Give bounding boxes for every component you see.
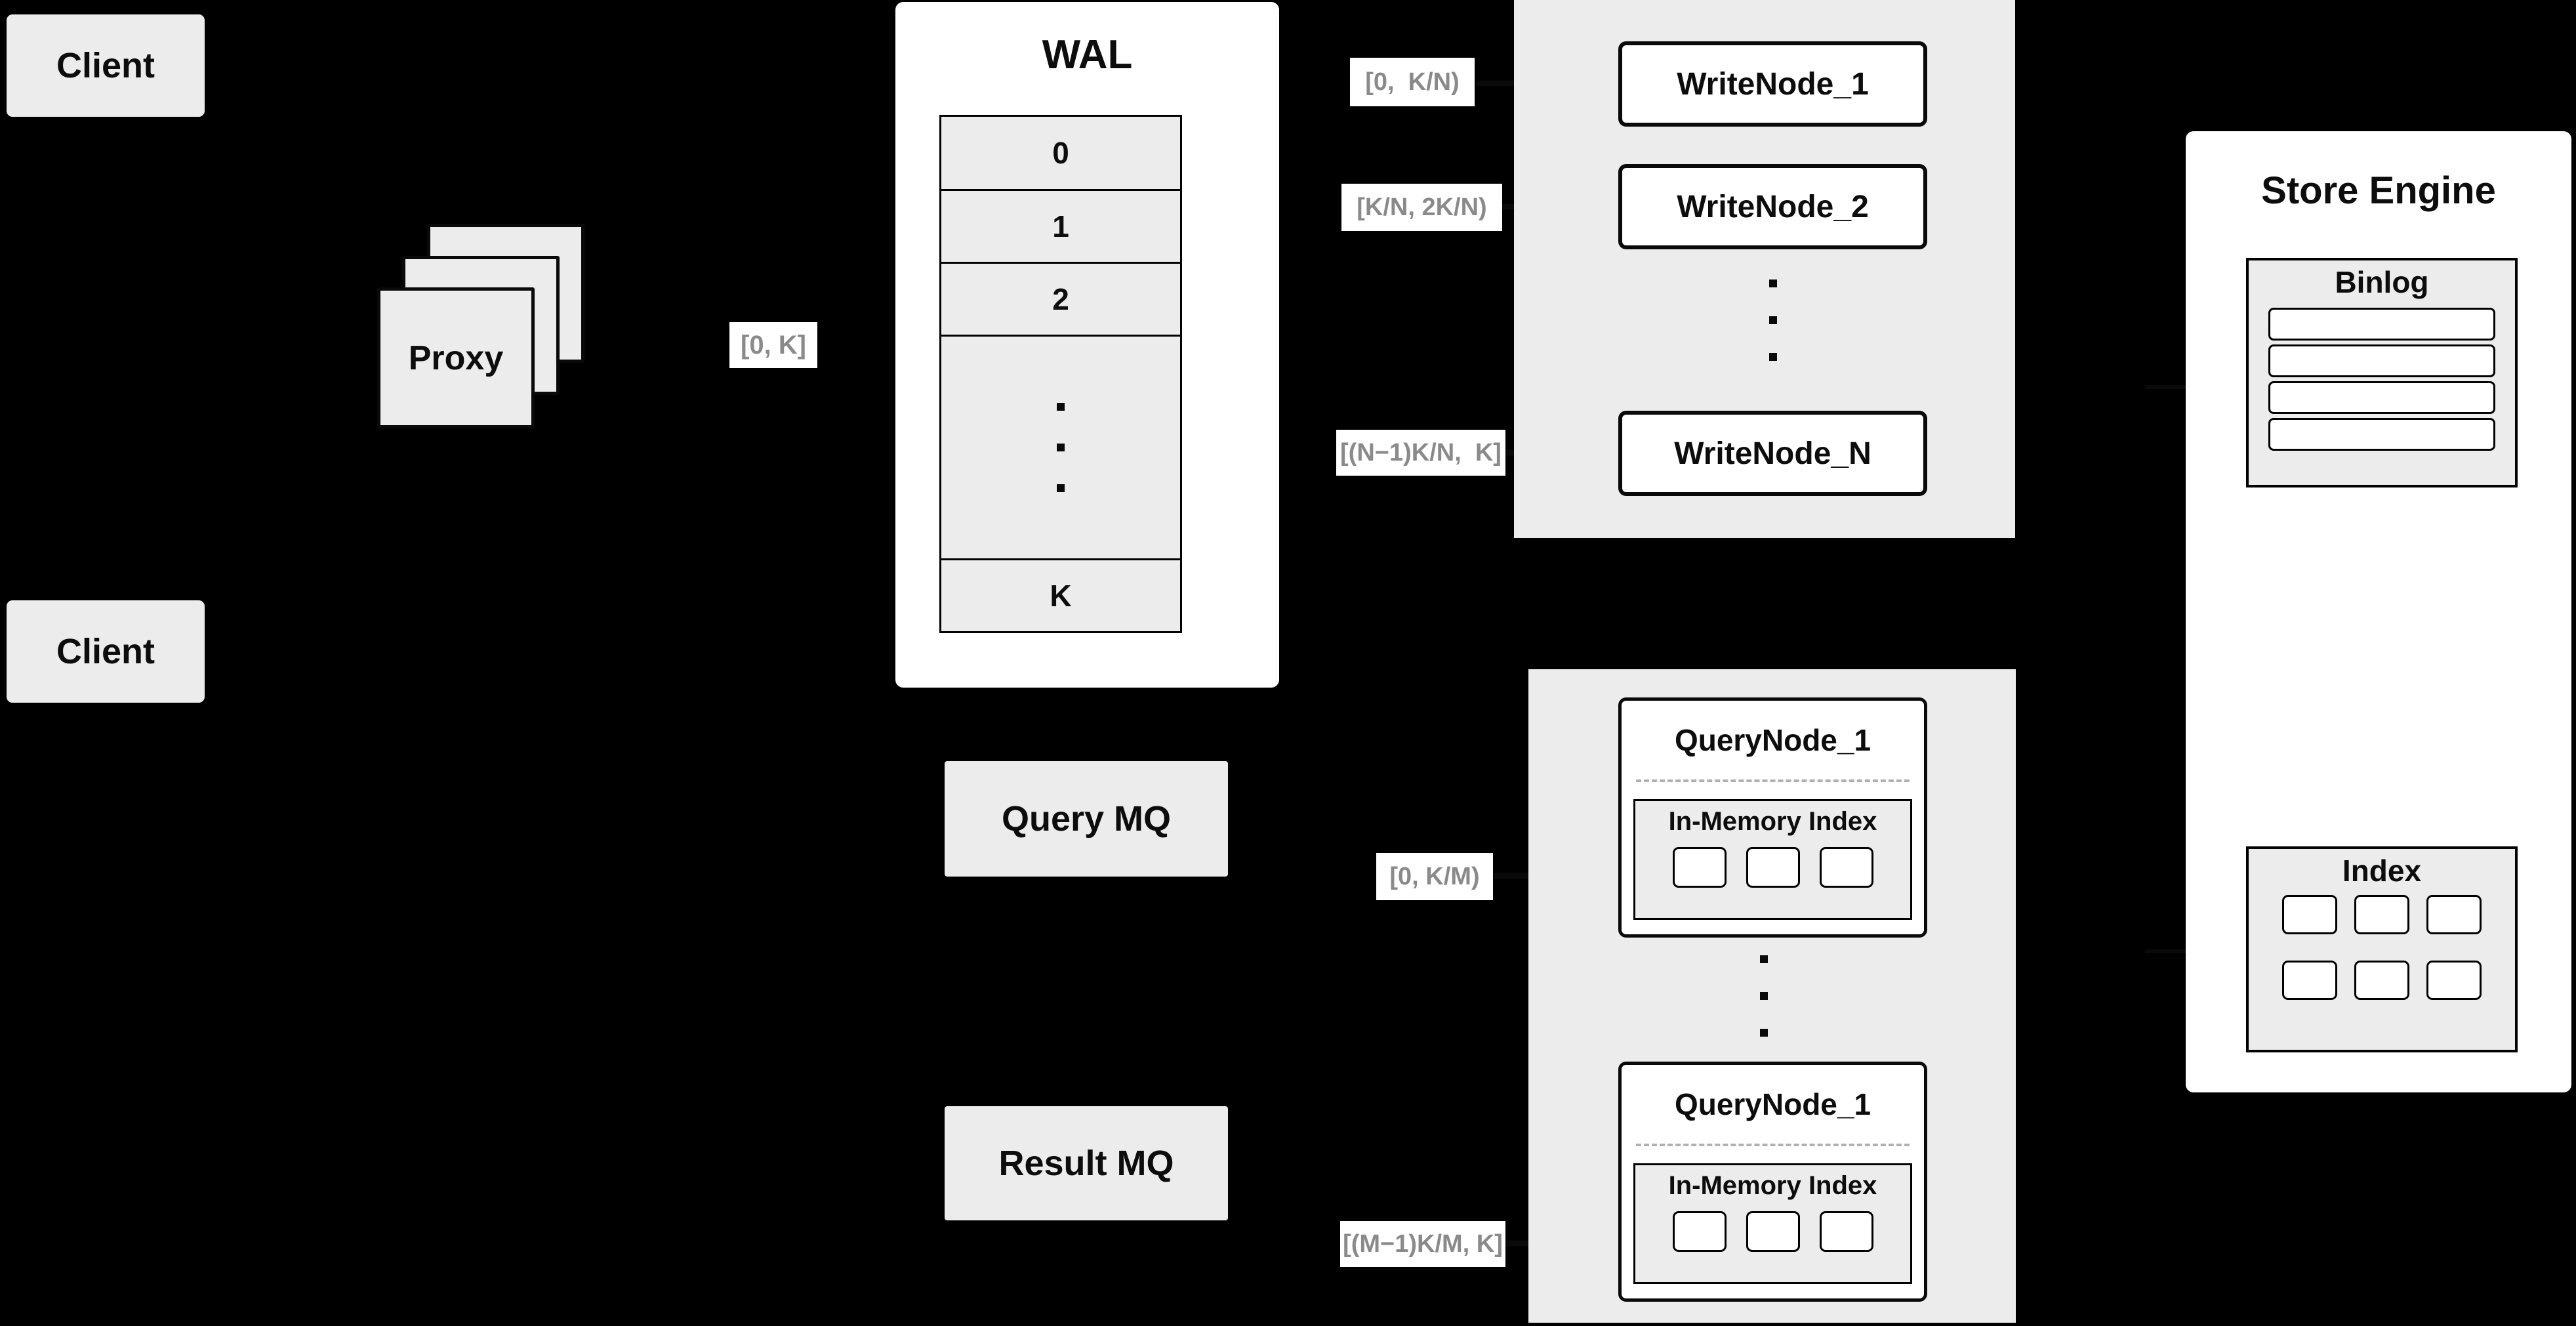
query-mq-label: Query MQ — [1001, 799, 1172, 839]
in-memory-index-title-top: In-Memory Index — [1635, 801, 1910, 842]
range-label-querynode-top: [0, K/M) — [1376, 853, 1493, 900]
vertical-ellipsis-icon — [1057, 403, 1065, 492]
memory-index-cell — [1819, 1211, 1873, 1252]
range-label-proxy-text: [0, K] — [741, 330, 806, 360]
querynode-bottom-title-text: QueryNode_1 — [1674, 1087, 1871, 1121]
index-title: Index — [2249, 849, 2515, 892]
in-memory-index-title-bottom: In-Memory Index — [1635, 1165, 1910, 1206]
store-engine-container: Store Engine Binlog Index — [2186, 131, 2571, 1092]
querynode-bottom: QueryNode_1 In-Memory Index — [1618, 1062, 1927, 1302]
wal-container: WAL 0 1 2 K — [895, 2, 1279, 688]
in-memory-index-box-top: In-Memory Index — [1633, 799, 1912, 920]
wal-segment-row-last: K — [939, 558, 1182, 633]
index-cell — [2354, 895, 2409, 934]
querynode-top-title-text: QueryNode_1 — [1674, 723, 1871, 757]
proxy-card-front: Proxy — [377, 287, 535, 428]
query-mq-node: Query MQ — [945, 761, 1228, 877]
wal-segment-0: 0 — [1052, 136, 1069, 170]
store-engine-title-text: Store Engine — [2261, 169, 2496, 212]
memory-index-cell — [1746, 1211, 1800, 1252]
store-engine-title: Store Engine — [2186, 164, 2571, 217]
range-label-writenode-1: [0, K/N) — [1350, 58, 1475, 106]
wal-title: WAL — [895, 28, 1279, 81]
range-label-writenode-n-text: [(N−1)K/N, K] — [1340, 438, 1502, 466]
wal-segment-row: 0 — [939, 115, 1182, 191]
client-node-top: Client — [7, 14, 205, 117]
querynode-bottom-title: QueryNode_1 — [1622, 1065, 1924, 1144]
wal-table: 0 1 2 K — [939, 115, 1182, 633]
writenode-n-label: WriteNode_N — [1674, 436, 1871, 471]
in-memory-index-title-bottom-text: In-Memory Index — [1668, 1171, 1877, 1200]
index-cell — [2282, 961, 2337, 1000]
writenode-1: WriteNode_1 — [1618, 41, 1927, 127]
writenode-2-label: WriteNode_2 — [1677, 189, 1869, 224]
writenode-n: WriteNode_N — [1618, 411, 1927, 496]
wal-segment-row: 2 — [939, 262, 1182, 337]
index-cell — [2426, 895, 2482, 934]
writenode-2: WriteNode_2 — [1618, 164, 1927, 249]
wal-segment-k: K — [1050, 579, 1072, 613]
client-node-bottom: Client — [7, 600, 205, 703]
range-label-proxy: [0, K] — [729, 322, 817, 368]
index-cell — [2426, 961, 2482, 1000]
wal-segment-row: 1 — [939, 189, 1182, 264]
writenode-ellipsis-icon — [1769, 280, 1777, 361]
wal-ellipsis-row — [939, 335, 1182, 560]
result-mq-label: Result MQ — [998, 1144, 1174, 1183]
binlog-row — [2268, 418, 2495, 451]
memory-index-cell — [1672, 1211, 1727, 1252]
wal-segment-2: 2 — [1052, 282, 1069, 316]
querynode-ellipsis-icon — [1760, 955, 1768, 1037]
binlog-title-text: Binlog — [2335, 265, 2429, 299]
range-label-writenode-2-text: [K/N, 2K/N) — [1357, 193, 1487, 221]
client-bottom-label: Client — [56, 632, 155, 671]
in-memory-index-box-bottom: In-Memory Index — [1633, 1163, 1912, 1284]
range-label-querynode-top-text: [0, K/M) — [1389, 862, 1480, 890]
result-mq-node: Result MQ — [945, 1106, 1228, 1220]
proxy-label: Proxy — [408, 339, 504, 377]
binlog-row — [2268, 308, 2495, 341]
binlog-row — [2268, 344, 2495, 377]
range-label-writenode-n: [(N−1)K/N, K] — [1336, 430, 1505, 476]
wal-segment-1: 1 — [1052, 209, 1069, 243]
querynode-top-divider — [1636, 779, 1910, 782]
index-cell — [2354, 961, 2409, 1000]
writenode-1-label: WriteNode_1 — [1677, 66, 1869, 102]
client-top-label: Client — [56, 46, 155, 85]
proxy-stack: Proxy — [377, 224, 587, 430]
memory-index-cell — [1819, 847, 1873, 888]
range-label-querynode-bottom: [(M−1)K/M, K] — [1340, 1221, 1505, 1267]
range-label-writenode-1-text: [0, K/N) — [1365, 68, 1460, 96]
range-label-querynode-bottom-text: [(M−1)K/M, K] — [1343, 1230, 1503, 1258]
memory-index-cell — [1672, 847, 1727, 888]
in-memory-index-title-top-text: In-Memory Index — [1668, 806, 1877, 836]
querynode-bottom-divider — [1636, 1144, 1910, 1146]
wal-title-text: WAL — [1042, 31, 1133, 77]
index-title-text: Index — [2342, 854, 2422, 888]
querynode-top: QueryNode_1 In-Memory Index — [1618, 697, 1927, 938]
binlog-title: Binlog — [2249, 260, 2515, 304]
memory-index-cell — [1746, 847, 1800, 888]
binlog-box: Binlog — [2246, 258, 2518, 487]
index-cell — [2282, 895, 2337, 934]
index-box: Index — [2246, 846, 2518, 1052]
range-label-writenode-2: [K/N, 2K/N) — [1341, 184, 1502, 231]
querynode-top-title: QueryNode_1 — [1622, 701, 1924, 779]
binlog-row — [2268, 381, 2495, 414]
